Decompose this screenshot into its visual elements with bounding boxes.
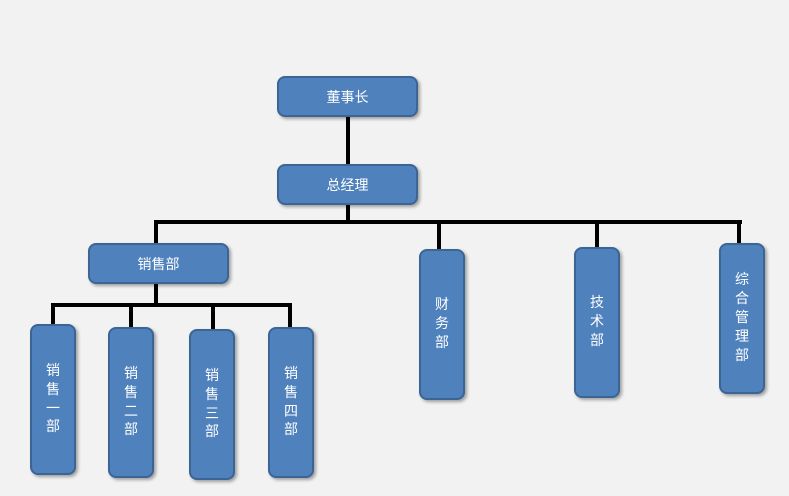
node-general-manager: 总经理 bbox=[277, 164, 418, 205]
connector-to-sales-2 bbox=[129, 303, 133, 327]
node-sales-4: 销售四部 bbox=[268, 327, 314, 478]
node-general-management-department: 综合管理部 bbox=[719, 243, 765, 394]
connector-to-sales-1 bbox=[51, 303, 55, 324]
node-chairman: 董事长 bbox=[277, 76, 418, 117]
node-sales-2: 销售二部 bbox=[108, 327, 154, 478]
node-chairman-label: 董事长 bbox=[326, 89, 369, 106]
connector-to-sales-3 bbox=[211, 303, 215, 329]
node-technology-department-label: 技术部 bbox=[589, 295, 604, 349]
node-sales-3-label: 销售三部 bbox=[204, 367, 219, 441]
node-sales-2-label: 销售二部 bbox=[123, 365, 138, 439]
connector-sales-bus bbox=[51, 303, 292, 307]
node-sales-3: 销售三部 bbox=[189, 329, 235, 480]
node-sales-1: 销售一部 bbox=[30, 324, 76, 475]
connector-to-sales bbox=[154, 220, 158, 243]
node-sales-1-label: 销售一部 bbox=[45, 362, 60, 436]
connector-gm-down bbox=[346, 204, 350, 222]
node-finance-department-label: 财务部 bbox=[434, 297, 449, 351]
connector-to-general-management bbox=[737, 220, 741, 243]
node-sales-department: 销售部 bbox=[88, 243, 229, 284]
connector-sales-down bbox=[154, 283, 158, 305]
node-general-management-department-label: 综合管理部 bbox=[734, 272, 749, 364]
node-sales-4-label: 销售四部 bbox=[283, 365, 298, 439]
connector-to-finance bbox=[437, 220, 441, 249]
node-sales-department-label: 销售部 bbox=[137, 256, 180, 273]
connector-chairman-gm bbox=[346, 116, 350, 164]
node-technology-department: 技术部 bbox=[574, 247, 620, 398]
node-general-manager-label: 总经理 bbox=[326, 177, 369, 194]
connector-to-technology bbox=[595, 220, 599, 247]
connector-level2-bus bbox=[154, 220, 742, 224]
connector-to-sales-4 bbox=[288, 303, 292, 327]
node-finance-department: 财务部 bbox=[419, 249, 465, 400]
